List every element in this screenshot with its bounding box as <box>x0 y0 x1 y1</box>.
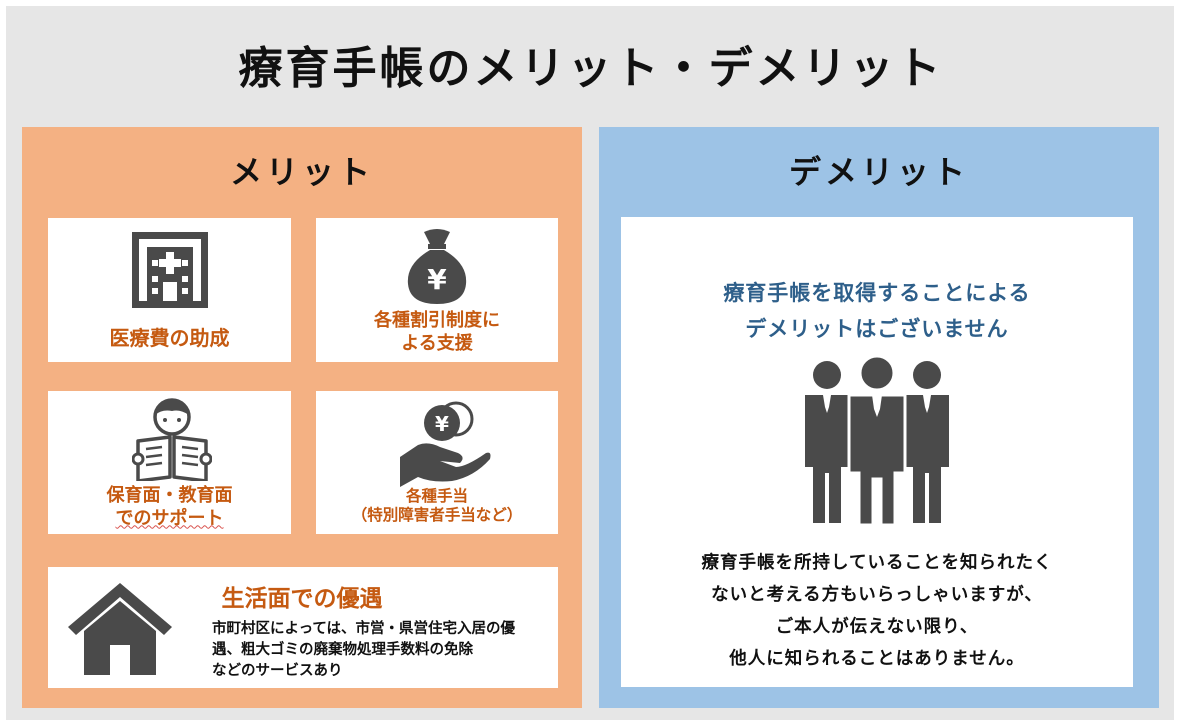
card-label: 各種手当 （特別障害者手当など） <box>351 487 523 525</box>
money-bag-icon: ¥ <box>407 229 467 304</box>
hand-coin-icon: ¥ <box>400 401 491 487</box>
hospital-icon <box>132 232 208 308</box>
card-label: 各種割引制度に よる支援 <box>374 310 500 354</box>
yen-glyph: ¥ <box>427 263 447 296</box>
merit-card-discount: ¥ 各種割引制度に よる支援 <box>316 218 558 362</box>
living-title: 生活面での優遇 <box>221 586 383 612</box>
merit-card-living: 生活面での優遇 市町村区によっては、市営・県営住宅入居の優 遇、粗大ゴミの廃棄物… <box>48 567 558 688</box>
merit-panel: メリット 医療費の助成 ¥ 各種割引制度に <box>22 127 582 708</box>
reading-person-icon <box>132 398 212 481</box>
demerit-description: 療育手帳を所持していることを知られたく ないと考える方もいらっしゃいますが、 ご… <box>701 553 1053 669</box>
merit-card-allowance: ¥ 各種手当 （特別障害者手当など） <box>316 391 558 534</box>
demerit-headline: 療育手帳を取得することによる デメリットはございません <box>723 281 1031 341</box>
living-description: 市町村区によっては、市営・県営住宅入居の優 遇、粗大ゴミの廃棄物処理手数料の免除… <box>212 621 516 679</box>
demerit-heading: デメリット <box>788 153 969 191</box>
merit-card-medical: 医療費の助成 <box>48 218 291 362</box>
demerit-panel: デメリット 療育手帳を取得することによる デメリットはございません 療育手帳を所… <box>599 127 1159 708</box>
people-group-icon <box>805 355 949 525</box>
demerit-card: 療育手帳を取得することによる デメリットはございません 療育手帳を所持しているこ… <box>621 217 1133 687</box>
card-label: 保育面・教育面 でのサポート <box>106 485 233 529</box>
card-label: 医療費の助成 <box>109 326 230 350</box>
merit-card-education: 保育面・教育面 でのサポート <box>48 391 291 534</box>
page-title: 療育手帳のメリット・デメリット <box>238 43 944 94</box>
yen-glyph: ¥ <box>435 412 449 436</box>
merit-heading: メリット <box>229 153 374 191</box>
house-icon <box>68 583 172 675</box>
